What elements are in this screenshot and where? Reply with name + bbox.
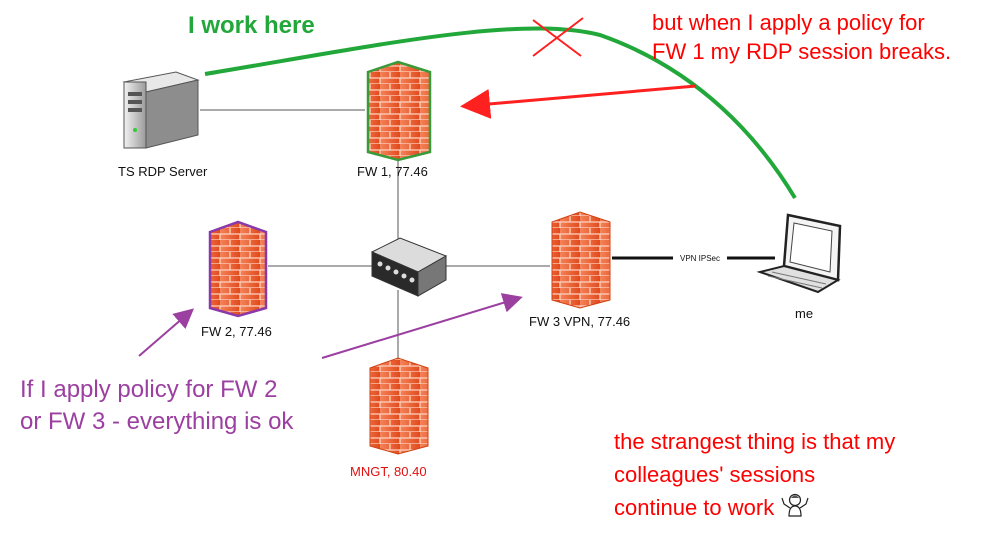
green-annotation: I work here bbox=[188, 12, 315, 39]
green-connection-arc bbox=[204, 26, 797, 200]
server-label: TS RDP Server bbox=[118, 164, 208, 179]
red-bottom-annotation: the strangest thing is that my colleague… bbox=[614, 425, 895, 527]
switch-icon[interactable] bbox=[370, 237, 448, 297]
server-icon[interactable] bbox=[122, 71, 200, 149]
red-top-line1: but when I apply a policy for bbox=[652, 10, 925, 35]
mngt-label: MNGT, 80.40 bbox=[350, 464, 427, 479]
fw3-label: FW 3 VPN, 77.46 bbox=[529, 314, 631, 329]
cross-mark-icon bbox=[532, 17, 584, 57]
purple-line2: or FW 3 - everything is ok bbox=[20, 408, 294, 436]
firewall-icon[interactable] bbox=[208, 220, 268, 318]
red-top-annotation: but when I apply a policy for FW 1 my RD… bbox=[652, 9, 951, 66]
firewall-icon[interactable] bbox=[369, 357, 429, 455]
fw1-label: FW 1, 77.46 bbox=[357, 164, 428, 179]
firewall-icon[interactable] bbox=[366, 60, 432, 162]
person-shrugging-icon bbox=[780, 492, 810, 527]
network-links bbox=[200, 109, 775, 362]
purple-arrow-fw3 bbox=[321, 293, 523, 359]
red-bottom-line1: the strangest thing is that my bbox=[614, 429, 896, 454]
firewall-icon[interactable] bbox=[551, 211, 611, 309]
purple-line1: If I apply policy for FW 2 bbox=[20, 376, 278, 403]
red-arrow bbox=[460, 84, 697, 119]
purple-arrow-fw2 bbox=[138, 308, 195, 357]
red-bottom-line2: colleagues' sessions bbox=[614, 462, 816, 487]
red-bottom-line3: continue to work bbox=[614, 495, 775, 520]
red-top-line2: FW 1 my RDP session breaks. bbox=[652, 38, 952, 64]
purple-annotation: If I apply policy for FW 2 or FW 3 - eve… bbox=[20, 374, 293, 439]
me-label: me bbox=[795, 306, 814, 321]
fw2-label: FW 2, 77.46 bbox=[201, 324, 272, 339]
vpn-link-label: VPN IPSec bbox=[680, 254, 720, 263]
laptop-icon[interactable] bbox=[756, 213, 842, 294]
red-bottom-line3-row: continue to work bbox=[614, 491, 895, 527]
